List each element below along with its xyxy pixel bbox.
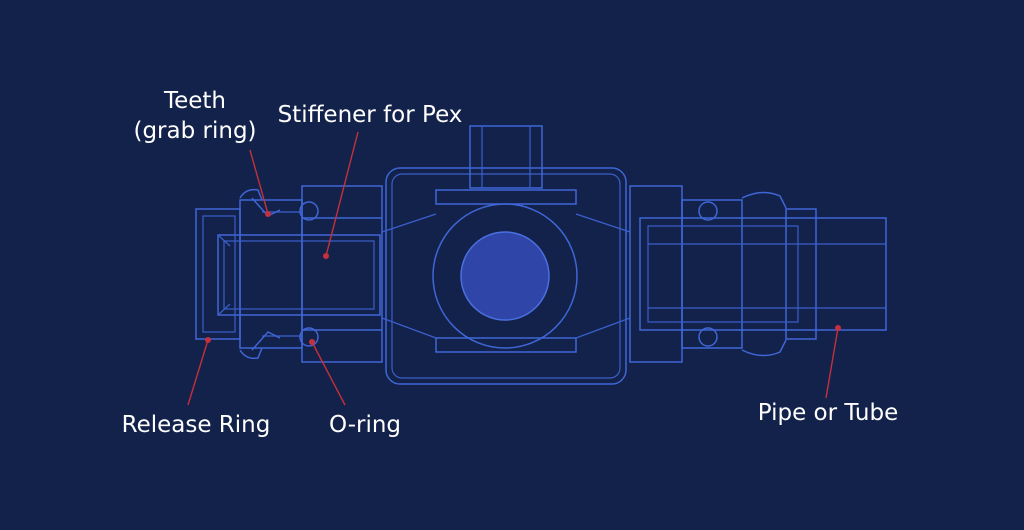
leader-teeth <box>249 149 271 217</box>
leader-o-ring <box>309 339 346 406</box>
label-stiffener: Stiffener for Pex <box>277 102 463 128</box>
label-teeth-line2: (grab ring) <box>133 118 257 144</box>
label-o-ring: O-ring <box>328 412 402 438</box>
leader-release-ring <box>187 337 211 406</box>
left-o-ring <box>299 201 319 347</box>
leader-pipe <box>825 325 841 399</box>
left-grab-ring-teeth <box>251 197 281 351</box>
left-release-ring <box>195 188 263 360</box>
leader-stiffener <box>323 131 359 259</box>
label-pipe-or-tube: Pipe or Tube <box>757 400 899 426</box>
label-release-ring: Release Ring <box>121 412 271 438</box>
pex-stiffener <box>217 234 381 316</box>
valve-body <box>381 125 631 385</box>
label-teeth-line1: Teeth <box>163 88 227 114</box>
left-fitting-body <box>239 185 383 363</box>
valve-ball <box>432 203 578 349</box>
label-teeth: Teeth (grab ring) <box>128 86 262 146</box>
right-fitting-body <box>629 185 817 363</box>
pipe-or-tube <box>639 217 887 331</box>
